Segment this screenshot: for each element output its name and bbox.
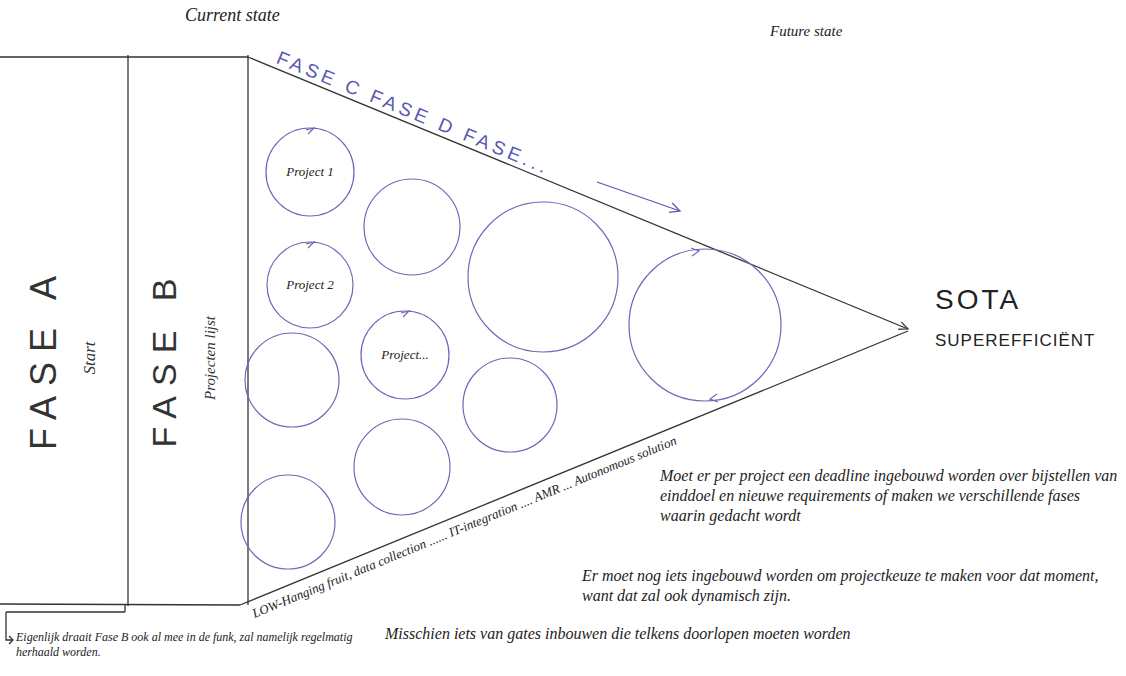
phase-subtitle: Projecten lijst bbox=[202, 316, 219, 400]
state-heading: Current state bbox=[185, 4, 280, 27]
goal-subtitle: SUPEREFFICIËNT bbox=[935, 330, 1095, 351]
phase-sequence: FASE C FASE D FASE... bbox=[273, 46, 554, 180]
project-name: Project... bbox=[381, 347, 429, 363]
phase-title: FASE A bbox=[23, 266, 65, 450]
project-circle: Project... bbox=[360, 310, 450, 400]
phase-subtitle: Start bbox=[80, 341, 100, 374]
project-name: Project 2 bbox=[286, 277, 334, 293]
state-heading: Future state bbox=[770, 22, 842, 41]
note: Eigenlijk draait Fase B ook al mee in de… bbox=[16, 630, 356, 660]
note: Misschien iets van gates inbouwen die te… bbox=[385, 624, 925, 644]
goal-title: SOTA bbox=[935, 282, 1021, 317]
note: Er moet nog iets ingebouwd worden om pro… bbox=[582, 566, 1118, 606]
phase-band: FASE A Start bbox=[0, 58, 128, 604]
phase-title: FASE B bbox=[145, 268, 184, 447]
project-circle: Project 2 bbox=[266, 241, 354, 329]
project-name: Project 1 bbox=[286, 164, 334, 180]
note: Moet er per project een deadline ingebou… bbox=[660, 466, 1120, 526]
project-circle: Project 1 bbox=[265, 127, 355, 217]
phase-band: FASE B Projecten lijst bbox=[128, 58, 248, 604]
